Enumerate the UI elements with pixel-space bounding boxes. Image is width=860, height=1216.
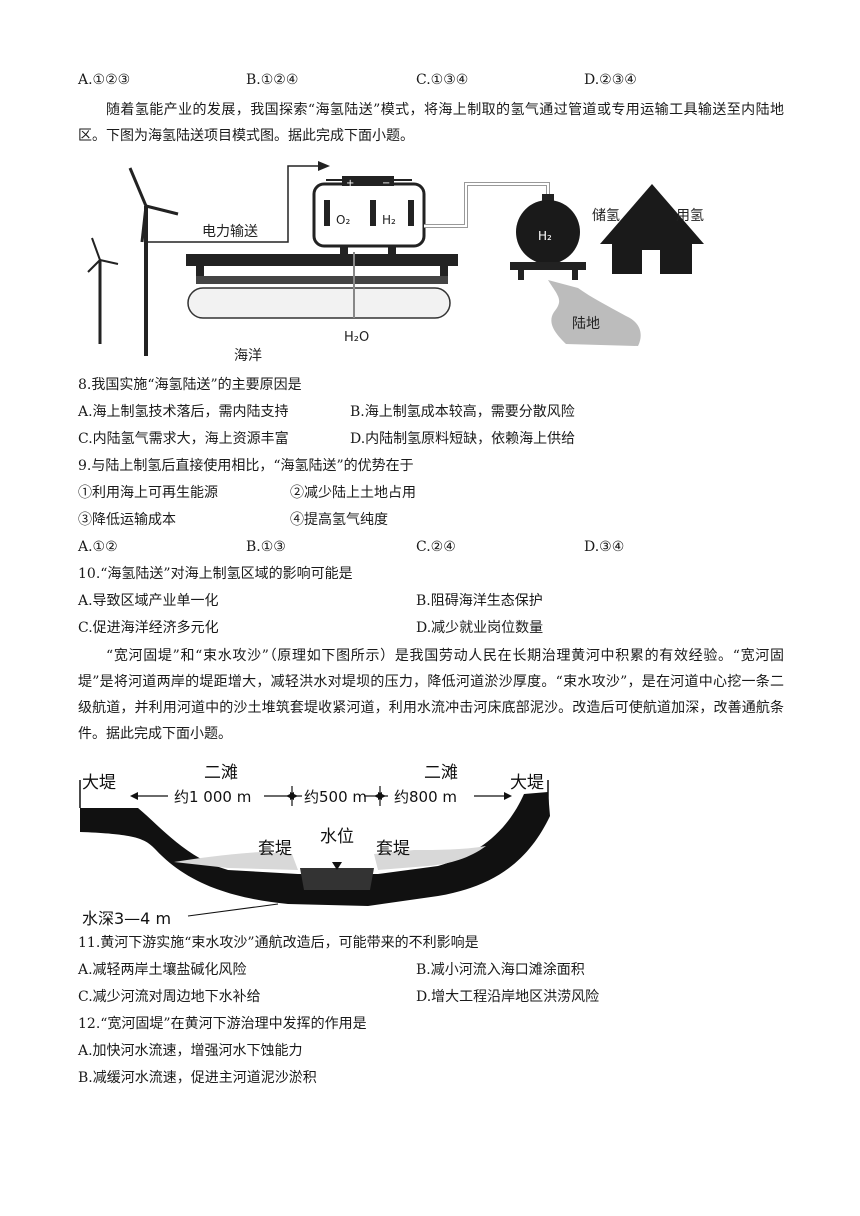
q9-option-d: D.③④ (584, 539, 625, 555)
power-line (148, 165, 318, 243)
label-water-level: 水位 (320, 827, 354, 847)
q9-stem: 9.与陆上制氢后直接使用相比，“海氢陆送”的优势在于 (78, 458, 414, 474)
q12-option-b: B.减缓河水流速，促进主河道泥沙淤积 (78, 1070, 317, 1086)
platform-deck (186, 254, 458, 266)
figure-river-section: 大堤 大堤 二滩 二滩 约1 000 m 约500 m 约800 m 水位 套堤… (79, 763, 550, 928)
q9-item-2: ②减少陆上土地占用 (290, 485, 416, 501)
wind-turbine-large-icon (128, 167, 179, 356)
q9-option-a: A.①② (78, 539, 118, 555)
q10-stem: 10.“海氢陆送”对海上制氢区域的影响可能是 (78, 566, 353, 582)
minus-sign: − (382, 178, 390, 189)
figure-hydrogen-model: 电力输送 H₂O 海洋 + − O₂ H₂ H₂ 储氢 用氢 陆地 (87, 161, 704, 362)
q11-stem: 11.黄河下游实施“束水攻沙”通航改造后，可能带来的不利影响是 (78, 935, 479, 951)
passage-yellow-river: “宽河固堤”和“束水攻沙”（原理如下图所示）是我国劳动人民在长期治理黄河中积累的… (78, 648, 784, 742)
q7-option-c: C.①③④ (416, 72, 469, 88)
label-levee-left: 大堤 (82, 773, 116, 793)
label-dike-right: 套堤 (376, 839, 410, 859)
q8-stem: 8.我国实施“海氢陆送”的主要原因是 (78, 377, 302, 393)
label-tank-h2: H₂ (538, 229, 552, 243)
label-storage: 储氢 (592, 208, 620, 224)
label-distance-right: 约800 m (394, 788, 457, 806)
electrolyzer-tank (312, 182, 426, 248)
q11-option-a: A.减轻两岸土壤盐碱化风险 (78, 962, 247, 978)
pontoon (187, 287, 451, 319)
q7-option-a: A.①②③ (78, 72, 131, 88)
q9-option-b: B.①③ (246, 539, 286, 555)
q8-option-a: A.海上制氢技术落后，需内陆支持 (78, 404, 289, 420)
q11-option-d: D.增大工程沿岸地区洪涝风险 (416, 989, 600, 1005)
shoal-right (374, 846, 486, 870)
q9-item-3: ③降低运输成本 (78, 512, 176, 528)
hydrogen-storage-tank-icon (510, 194, 586, 280)
passage-hydrogen: 随着氢能产业的发展，我国探索“海氢陆送”模式，将海上制取的氢气通过管道或专用运输… (78, 102, 784, 144)
q9-item-1: ①利用海上可再生能源 (78, 485, 218, 501)
q12-stem: 12.“宽河固堤”在黄河下游治理中发挥的作用是 (78, 1016, 367, 1032)
q10-option-b: B.阻碍海洋生态保护 (416, 593, 543, 609)
water-level-marker-icon (332, 862, 342, 870)
label-distance-left: 约1 000 m (174, 788, 251, 806)
q8-option-d: D.内陆制氢原料短缺，依赖海上供给 (350, 431, 576, 447)
label-use: 用氢 (676, 208, 704, 224)
label-ocean: 海洋 (234, 348, 262, 362)
label-land: 陆地 (572, 316, 600, 332)
plus-sign: + (346, 178, 354, 189)
q12-option-a: A.加快河水流速，增强河水下蚀能力 (78, 1043, 303, 1059)
q8-option-c: C.内陆氢气需求大，海上资源丰富 (78, 431, 289, 447)
q9-item-4: ④提高氢气纯度 (290, 512, 388, 528)
q8-option-b: B.海上制氢成本较高，需要分散风险 (350, 404, 575, 420)
wind-turbine-small-icon (87, 237, 119, 344)
river-bed (80, 792, 550, 906)
label-shoal-left: 二滩 (204, 763, 238, 783)
shoal-left (174, 852, 298, 870)
label-o2: O₂ (336, 213, 350, 227)
q9-option-c: C.②④ (416, 539, 456, 555)
battery-icon (342, 176, 394, 186)
q7-option-b: B.①②④ (246, 72, 299, 88)
label-depth: 水深3—4 m (82, 909, 171, 928)
q11-option-b: B.减小河流入海口滩涂面积 (416, 962, 585, 978)
q11-option-c: C.减少河流对周边地下水补给 (78, 989, 261, 1005)
label-levee-right: 大堤 (510, 773, 544, 793)
label-water: H₂O (344, 330, 369, 345)
q10-option-d: D.减少就业岗位数量 (416, 620, 544, 636)
q10-option-c: C.促进海洋经济多元化 (78, 620, 219, 636)
label-distance-middle: 约500 m (304, 788, 367, 806)
house-icon (600, 184, 704, 274)
label-shoal-right: 二滩 (424, 763, 458, 783)
channel-water (300, 868, 374, 890)
label-power: 电力输送 (202, 224, 258, 240)
arrow-icon (318, 161, 330, 171)
land-shape (548, 280, 641, 346)
q7-option-d: D.②③④ (584, 72, 637, 88)
label-h2: H₂ (382, 213, 396, 227)
q10-option-a: A.导致区域产业单一化 (78, 593, 219, 609)
label-dike-left: 套堤 (258, 839, 292, 859)
